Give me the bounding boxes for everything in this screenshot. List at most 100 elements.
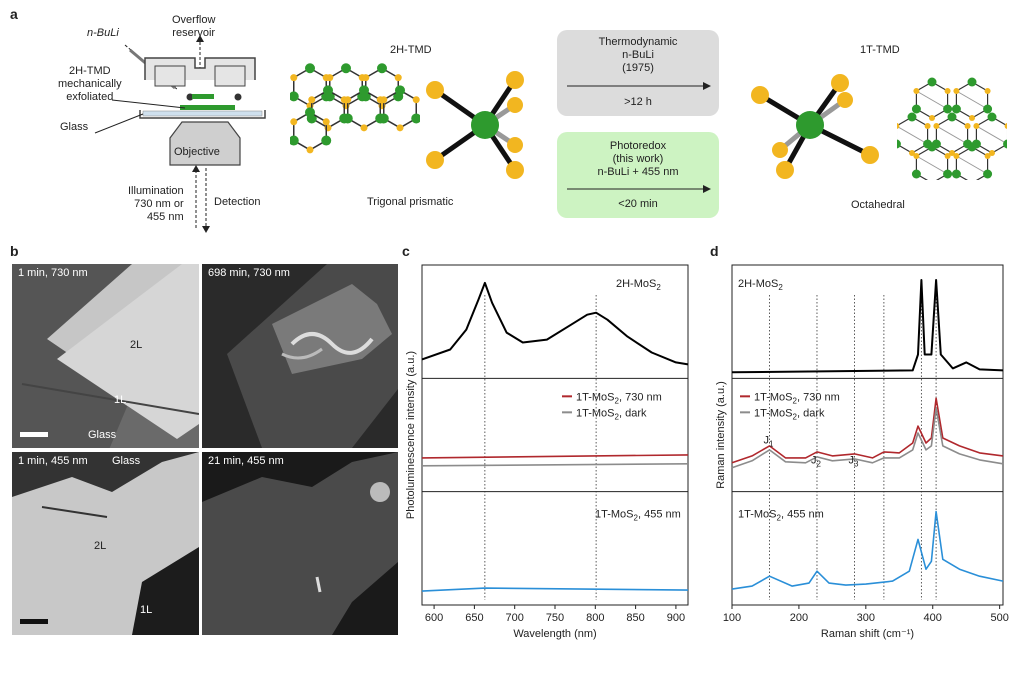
metal-atom bbox=[983, 104, 993, 114]
legend-entry: 1T-MoS2, 730 nm bbox=[754, 391, 840, 405]
bond bbox=[936, 125, 968, 145]
chalcogen-atom bbox=[913, 88, 920, 94]
x-tick-label: 400 bbox=[924, 612, 942, 624]
thermodynamic-box bbox=[557, 30, 719, 116]
series-line-2 bbox=[421, 463, 689, 467]
metal-atom bbox=[411, 113, 420, 124]
glass-holder bbox=[139, 110, 266, 119]
scale-bar bbox=[20, 619, 48, 624]
chalcogen-atom bbox=[984, 88, 991, 94]
chalcogen-atom bbox=[306, 146, 314, 154]
bond bbox=[956, 155, 988, 175]
bond bbox=[976, 125, 1007, 145]
metal-atom bbox=[943, 169, 953, 179]
chalcogen-atom bbox=[989, 150, 995, 156]
left-structure-caption: Trigonal prismatic bbox=[367, 196, 454, 208]
chalcogen-atom bbox=[290, 74, 298, 82]
photoredox-time: <20 min bbox=[618, 198, 658, 210]
series-title: 1T-MoS2, 455 nm bbox=[738, 509, 824, 523]
chalcogen-atom bbox=[290, 118, 298, 126]
chalcogen-atom bbox=[964, 123, 971, 129]
x-tick-label: 500 bbox=[990, 612, 1008, 624]
objective-label: Objective bbox=[174, 146, 220, 158]
chalcogen-atom bbox=[913, 153, 920, 159]
series-line-3 bbox=[731, 510, 1004, 590]
metal-atom bbox=[290, 135, 299, 146]
label-glass: Glass bbox=[112, 455, 141, 467]
chalcogen-atom bbox=[506, 71, 524, 89]
label-1l: 1L bbox=[114, 394, 127, 406]
tile-tag: 1 min, 730 nm bbox=[18, 267, 88, 279]
chalcogen-atom bbox=[944, 88, 951, 94]
tmd-flake bbox=[180, 105, 235, 110]
glass-slide bbox=[142, 110, 263, 117]
metal-atom bbox=[323, 85, 333, 96]
x-axis-label: Raman shift (cm⁻¹) bbox=[821, 628, 914, 640]
chalcogen-atom bbox=[507, 97, 523, 113]
chalcogen-atom bbox=[362, 74, 370, 82]
metal-atom bbox=[378, 113, 389, 124]
x-tick-label: 100 bbox=[723, 612, 741, 624]
chalcogen-atom bbox=[344, 96, 352, 104]
x-tick-label: 700 bbox=[506, 612, 524, 624]
plot-frame bbox=[731, 264, 1004, 606]
x-tick-label: 800 bbox=[586, 612, 604, 624]
chalcogen-atom bbox=[969, 115, 975, 121]
metal-atom bbox=[290, 91, 299, 102]
metal-atom bbox=[943, 104, 953, 114]
label-2l: 2L bbox=[130, 339, 143, 351]
metal-atom bbox=[911, 104, 921, 114]
x-tick-label: 850 bbox=[626, 612, 644, 624]
flake-shape bbox=[202, 452, 398, 635]
chalcogen-atom bbox=[924, 123, 931, 129]
series-title: 2H-MoS2 bbox=[738, 278, 783, 292]
chalcogen-atom bbox=[933, 123, 940, 129]
legend-entry: 1T-MoS2, dark bbox=[754, 407, 825, 421]
chalcogen-atom bbox=[426, 81, 444, 99]
peak-label: J1 bbox=[763, 434, 774, 448]
objective-body bbox=[169, 121, 241, 166]
x-tick-label: 300 bbox=[857, 612, 875, 624]
metal-atom bbox=[305, 63, 315, 74]
bond bbox=[897, 125, 928, 145]
peak-label: J2 bbox=[811, 454, 822, 468]
chalcogen-atom bbox=[909, 150, 915, 156]
chalcogen-atom bbox=[412, 96, 420, 104]
label-1l: 1L bbox=[140, 604, 153, 616]
series-line-0 bbox=[421, 281, 689, 366]
panel-d-letter: d bbox=[710, 243, 719, 259]
metal-atom bbox=[951, 169, 961, 179]
metal-atom bbox=[342, 113, 353, 124]
plot-frame bbox=[421, 264, 689, 606]
overflow-label: Overflow reservoir bbox=[172, 14, 216, 39]
metal-atom bbox=[967, 77, 977, 87]
label-glass: Glass bbox=[88, 429, 117, 441]
chalcogen-atom bbox=[506, 161, 524, 179]
chalcogen-atom bbox=[944, 153, 951, 159]
bond bbox=[916, 155, 948, 175]
bond bbox=[956, 90, 988, 110]
chalcogen-atom bbox=[1004, 123, 1007, 129]
series-line-1 bbox=[421, 454, 689, 459]
right-structure-caption: Octahedral bbox=[851, 199, 905, 211]
sample-pointer bbox=[111, 99, 186, 109]
metal-atom bbox=[377, 63, 387, 74]
detection-arrowhead bbox=[202, 226, 210, 233]
chalcogen-atom bbox=[973, 123, 980, 129]
scale-bar bbox=[20, 432, 48, 437]
metal-atom bbox=[907, 112, 917, 122]
micrograph-1min-730nm: 1 min, 730 nm 2L 1L Glass bbox=[12, 264, 199, 448]
o-ring-left bbox=[186, 93, 194, 101]
metal-atom bbox=[305, 107, 315, 118]
chalcogen-atom bbox=[360, 124, 368, 132]
legend-entry: 1T-MoS2, dark bbox=[576, 407, 647, 421]
chalcogen-atom bbox=[953, 88, 960, 94]
tmd-flake-top bbox=[192, 94, 214, 99]
series-title: 2H-MoS2 bbox=[616, 278, 661, 292]
x-axis-label: Wavelength (nm) bbox=[513, 628, 596, 640]
metal-atom bbox=[341, 63, 351, 74]
x-tick-label: 750 bbox=[546, 612, 564, 624]
metal-atom bbox=[983, 169, 993, 179]
metal-atom bbox=[471, 111, 499, 139]
